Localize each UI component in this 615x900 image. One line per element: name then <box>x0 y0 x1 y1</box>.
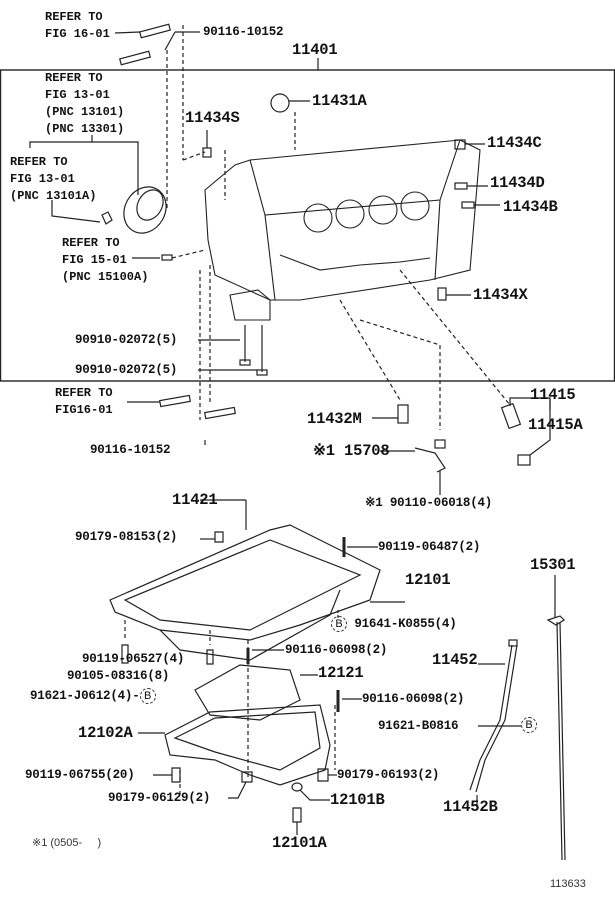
part-91621-J0612[interactable]: 91621-J0612(4)-B <box>30 688 156 704</box>
ref-line: FIG 15-01 <box>62 253 127 267</box>
part-90910-02072-a[interactable]: 90910-02072(5) <box>75 333 178 347</box>
cylinder-block <box>204 139 481 321</box>
part-91641-K0855[interactable]: B 91641-K0855(4) <box>331 616 457 632</box>
ref-line: (PNC 13101A) <box>10 189 97 203</box>
part-90179-06193[interactable]: 90179-06193(2) <box>337 768 440 782</box>
part-12101A[interactable]: 12101A <box>272 834 327 852</box>
callout-b: B <box>139 688 156 704</box>
part-90105-08316[interactable]: 90105-08316(8) <box>67 669 170 683</box>
part-90119-06487[interactable]: 90119-06487(2) <box>378 540 481 554</box>
part-11434B[interactable]: 11434B <box>503 198 558 216</box>
refer-fig-13-01-pin[interactable]: REFER TO FIG 13-01 (PNC 13101A) <box>10 154 96 205</box>
part-90119-06755[interactable]: 90119-06755(20) <box>25 768 135 782</box>
ref-line: REFER TO <box>55 386 113 400</box>
part-12102A[interactable]: 12102A <box>78 724 133 742</box>
ref-line: REFER TO <box>45 71 103 85</box>
refer-fig-13-01-piston[interactable]: REFER TO FIG 13-01 (PNC 13101) (PNC 13301) <box>45 70 124 138</box>
ref-line: (PNC 13301) <box>45 122 125 136</box>
main-bearing-bolts <box>239 325 268 376</box>
part-11452B[interactable]: 11452B <box>443 798 498 816</box>
ref-line: FIG 16-01 <box>45 27 110 41</box>
part-11434C[interactable]: 11434C <box>487 134 542 152</box>
part-90910-02072-b[interactable]: 90910-02072(5) <box>75 363 178 377</box>
ref-line: (PNC 13101) <box>45 105 125 119</box>
ref-line: FIG 13-01 <box>45 88 110 102</box>
callout-b: B <box>521 717 537 733</box>
part-90116-10152-bottom[interactable]: 90116-10152 <box>90 443 171 457</box>
oil-pan-lower <box>164 704 331 786</box>
part-15301[interactable]: 15301 <box>530 556 576 574</box>
oil-pan-upper <box>109 524 381 661</box>
part-90116-06098-b[interactable]: 90116-06098(2) <box>362 692 465 706</box>
dipstick-guide <box>469 639 518 793</box>
part-15708[interactable]: ※1 15708 <box>313 442 390 460</box>
refer-fig-15-01[interactable]: REFER TO FIG 15-01 (PNC 15100A) <box>62 235 148 286</box>
part-11415A[interactable]: 11415A <box>528 416 583 434</box>
refer-fig-16-01-bottom[interactable]: REFER TO FIG16-01 <box>55 385 113 419</box>
plug-11431A <box>270 93 290 113</box>
part-11431A[interactable]: 11431A <box>312 92 367 110</box>
ref-line: FIG16-01 <box>55 403 113 417</box>
part-12121[interactable]: 12121 <box>318 664 364 682</box>
part-11432M[interactable]: 11432M <box>307 410 362 428</box>
ref-line: (PNC 15100A) <box>62 270 149 284</box>
diagram-id: 113633 <box>550 878 586 890</box>
dipstick <box>546 615 566 861</box>
part-90179-08153[interactable]: 90179-08153(2) <box>75 530 178 544</box>
part-11415[interactable]: 11415 <box>530 386 576 404</box>
part-11401[interactable]: 11401 <box>292 41 338 59</box>
sensor-11432M <box>397 404 409 424</box>
part-91621-B0816[interactable]: 91621-B0816 <box>378 719 459 733</box>
ref-line: REFER TO <box>10 155 68 169</box>
ref-line: REFER TO <box>45 10 103 24</box>
part-12101B[interactable]: 12101B <box>330 791 385 809</box>
part-12101[interactable]: 12101 <box>405 571 451 589</box>
piston <box>123 186 167 234</box>
ref-line: REFER TO <box>62 236 120 250</box>
part-90179-06129[interactable]: 90179-06129(2) <box>108 791 211 805</box>
part-11434D[interactable]: 11434D <box>490 174 545 192</box>
part-90116-10152-top[interactable]: 90116-10152 <box>203 25 284 39</box>
part-11434S[interactable]: 11434S <box>185 109 240 127</box>
oil-pan-baffle <box>194 664 301 721</box>
callout-b: B <box>331 616 347 632</box>
footnote: ※1 (0505- ) <box>32 837 102 849</box>
refer-fig-16-01-top[interactable]: REFER TO FIG 16-01 <box>45 9 110 43</box>
part-11434X[interactable]: 11434X <box>473 286 528 304</box>
wire-15708 <box>414 447 446 473</box>
ref-line: FIG 13-01 <box>10 172 75 186</box>
stud-bolts-top <box>118 23 172 66</box>
part-label: 91641-K0855(4) <box>354 617 457 631</box>
part-label: 91621-J0612(4) <box>30 689 133 703</box>
part-11421[interactable]: 11421 <box>172 491 218 509</box>
part-90110-06018[interactable]: ※1 90110-06018(4) <box>365 496 493 510</box>
part-90119-06527[interactable]: 90119-06527(4) <box>82 652 185 666</box>
part-90116-06098-a[interactable]: 90116-06098(2) <box>285 643 388 657</box>
part-11452[interactable]: 11452 <box>432 651 478 669</box>
